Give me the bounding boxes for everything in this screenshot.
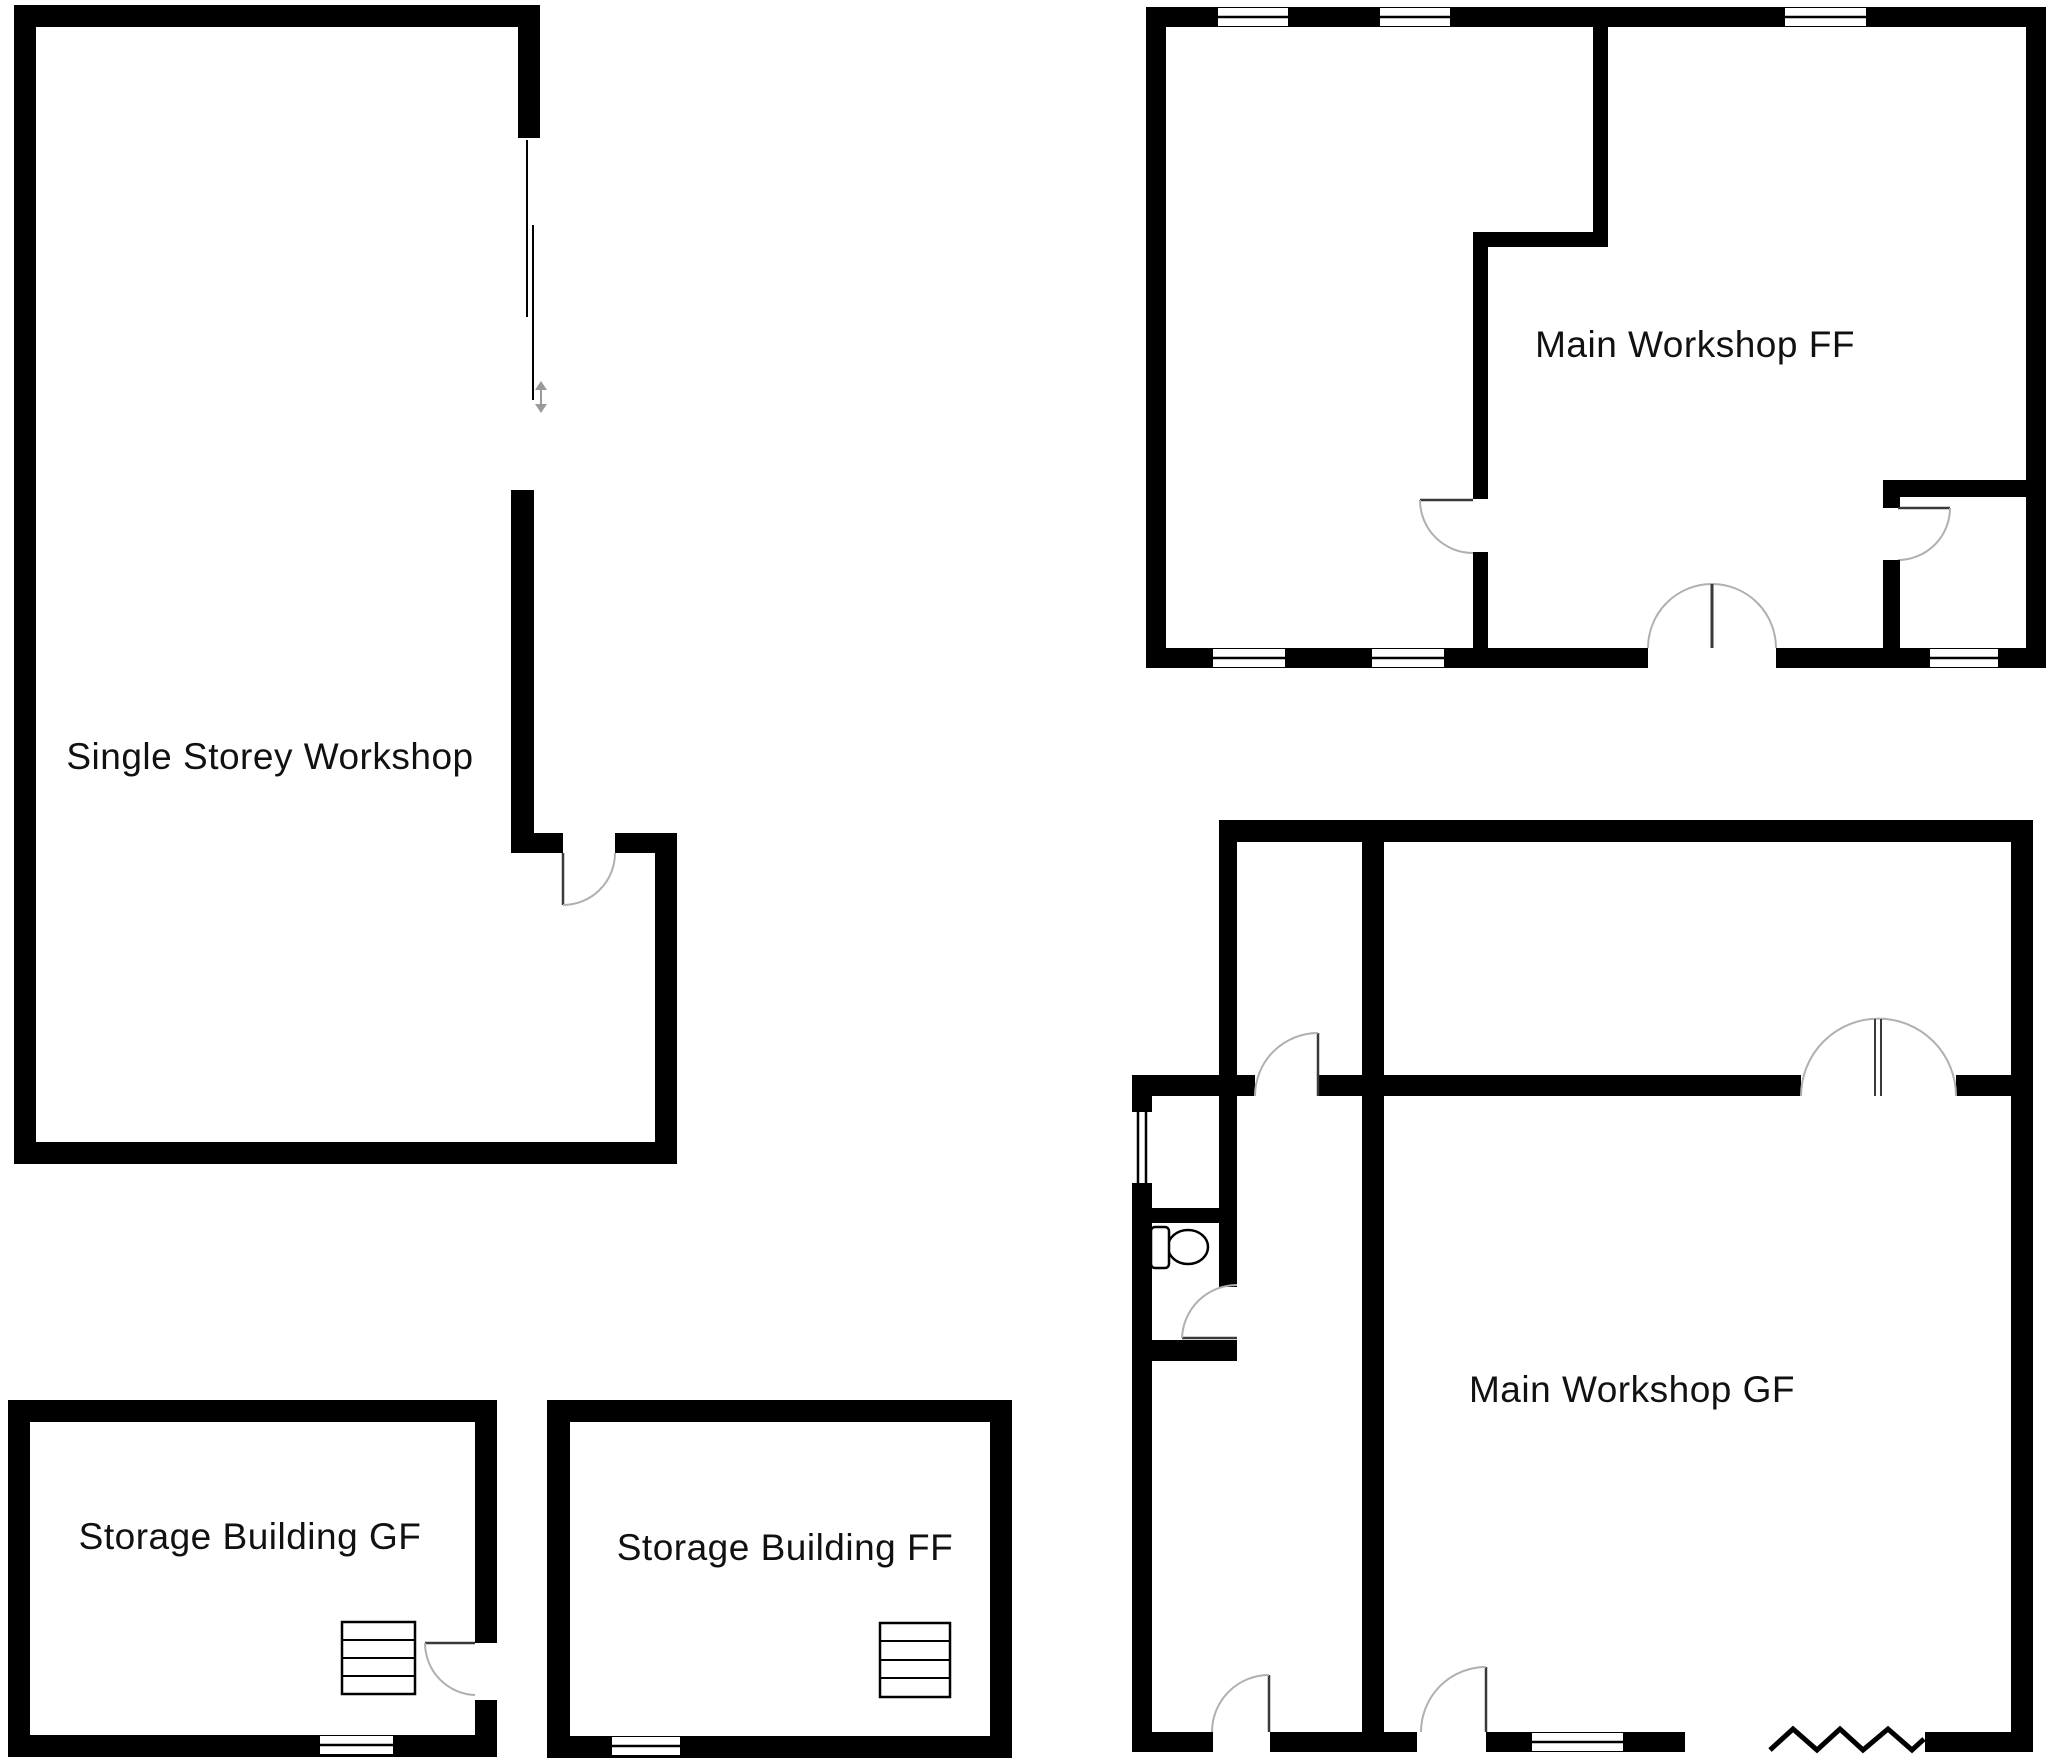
wall-store-top (1883, 480, 2026, 497)
building-main-workshop-gf (1131, 820, 2033, 1754)
room-label-storage-building-ff: Storage Building FF (616, 1527, 954, 1568)
zigzag-break-icon (1768, 1725, 1926, 1754)
window-icon (612, 1737, 680, 1755)
wall-interior-step (1473, 232, 1608, 247)
arrow-head-down (535, 404, 547, 413)
window-icon (1213, 649, 1285, 667)
wall-bottom (8, 1735, 497, 1757)
wall-top (1219, 820, 2033, 842)
building-main-workshop-ff (1146, 7, 2046, 669)
door-opening (474, 1643, 498, 1700)
wall-left (1146, 7, 1166, 668)
resize-arrow-icon (535, 381, 547, 413)
window-icon (1218, 8, 1288, 26)
wall-left (14, 5, 36, 1164)
wall-left-annex (1132, 1078, 1152, 1752)
wall-bottom (1146, 648, 2046, 668)
room-label-main-workshop-gf: Main Workshop GF (1468, 1369, 1796, 1410)
wall-door-jamb-left (511, 833, 563, 853)
double-door-icon (1800, 1017, 1957, 1097)
door-arc (1181, 1284, 1238, 1339)
door-swing-icon (1419, 498, 1474, 554)
wall-stub-mid-right (511, 490, 534, 853)
window-icon (1380, 8, 1450, 26)
door-arc (1211, 1674, 1270, 1733)
door-opening (1417, 1731, 1486, 1753)
window-icon (1930, 649, 1998, 667)
room-label-single-storey-workshop: Single Storey Workshop (66, 736, 474, 777)
wall-right (655, 833, 677, 1164)
door-arc (1419, 499, 1474, 554)
wall-store-stub (1883, 480, 1900, 508)
building-single-storey-workshop (14, 5, 677, 1164)
wall-left (8, 1400, 30, 1757)
toilet-cistern (1149, 1225, 1171, 1270)
stairs-icon (340, 1620, 417, 1696)
door-swing-icon (1254, 1032, 1320, 1097)
building-storage-ff (547, 1400, 1012, 1758)
door-swing-icon (424, 1641, 476, 1696)
window-icon (1372, 649, 1444, 667)
wall-wc-top (1152, 1208, 1237, 1223)
door-swing-icon (1211, 1674, 1271, 1733)
wall-interior-mid (1473, 232, 1488, 499)
window-icon (1785, 8, 1866, 26)
window-icon (1131, 1112, 1153, 1183)
room-label-main-workshop-ff: Main Workshop FF (1535, 324, 1855, 365)
wall-right (2011, 820, 2033, 1752)
wall-interior-upper (1593, 27, 1608, 245)
door-swing-icon (1897, 506, 1951, 561)
toilet-bowl (1166, 1228, 1210, 1266)
door-swing-icon (561, 852, 616, 906)
wall-top (14, 5, 540, 27)
wall-bottom (14, 1142, 677, 1164)
door-arc (1254, 1032, 1319, 1097)
door-arc (1800, 1017, 1957, 1097)
wall-right (475, 1400, 497, 1757)
wall-top (547, 1400, 1012, 1422)
wall-stub-top-right (518, 27, 540, 138)
window-icon (1532, 1733, 1623, 1751)
stairs-icon (878, 1621, 952, 1699)
door-swing-icon (1420, 1666, 1488, 1733)
door-arc (1420, 1666, 1487, 1733)
toilet-icon (1149, 1225, 1210, 1270)
door-arc (562, 852, 616, 906)
door-arc (1897, 507, 1951, 561)
wall-left (547, 1400, 570, 1758)
door-opening (1255, 1074, 1318, 1097)
wall-right (990, 1400, 1012, 1758)
building-storage-gf (8, 1400, 498, 1757)
door-opening (1213, 1731, 1270, 1753)
wall-corridor-right (1362, 842, 1384, 1732)
double-door-opening (1801, 1074, 1956, 1097)
wall-wc-bottom (1152, 1340, 1237, 1361)
window-glass (1131, 1112, 1153, 1183)
door-arc (424, 1642, 476, 1696)
arrow-head-up (535, 381, 547, 390)
wall-wc-right (1219, 842, 1237, 1287)
wall-interior-lower (1473, 552, 1488, 648)
sliding-door-icon (526, 140, 534, 400)
wall-store-left (1883, 560, 1900, 648)
wall-right (2026, 7, 2046, 668)
double-door-icon (1647, 583, 1777, 649)
window-icon (320, 1736, 393, 1754)
wall-top (8, 1400, 497, 1422)
room-label-storage-building-gf: Storage Building GF (78, 1516, 422, 1557)
door-swing-icon (1181, 1284, 1238, 1340)
door-opening (1648, 647, 1776, 669)
